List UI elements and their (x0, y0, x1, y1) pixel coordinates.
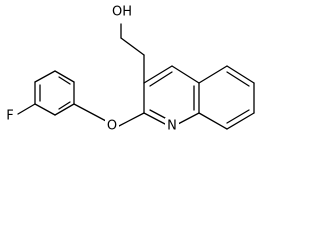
double-bond (149, 109, 166, 119)
bond (73, 103, 107, 122)
bond (177, 112, 200, 125)
bond (226, 65, 255, 84)
pyridine-ring (143, 65, 200, 125)
bond (171, 65, 200, 84)
bond (198, 65, 228, 84)
chemical-structure: F O N OH (4, 3, 255, 135)
bond (17, 103, 36, 115)
bond (226, 112, 255, 130)
double-bond (226, 109, 250, 124)
double-bond (149, 71, 173, 87)
double-bond (226, 71, 250, 87)
atom-hydroxyl: OH (110, 3, 134, 21)
bond (143, 65, 173, 84)
bond (34, 103, 56, 116)
hydroxyl-label: OH (112, 5, 132, 20)
atom-ring-nitrogen: N (165, 118, 179, 134)
fluorophenyl-ring (34, 70, 75, 116)
bond (198, 112, 228, 130)
double-bond (58, 76, 71, 85)
bond (54, 103, 75, 116)
bond (116, 112, 145, 128)
atom-fluorine: F (4, 108, 16, 124)
atom-ether-oxygen: O (105, 119, 119, 135)
double-bond (58, 101, 71, 110)
nitrogen-label: N (167, 119, 177, 134)
benzo-ring (198, 65, 255, 130)
bond (34, 70, 56, 83)
bond (120, 37, 145, 56)
bond (54, 70, 75, 83)
fluorine-label: F (6, 109, 13, 124)
ether-oxygen-label: O (107, 119, 117, 134)
bond (143, 112, 166, 125)
